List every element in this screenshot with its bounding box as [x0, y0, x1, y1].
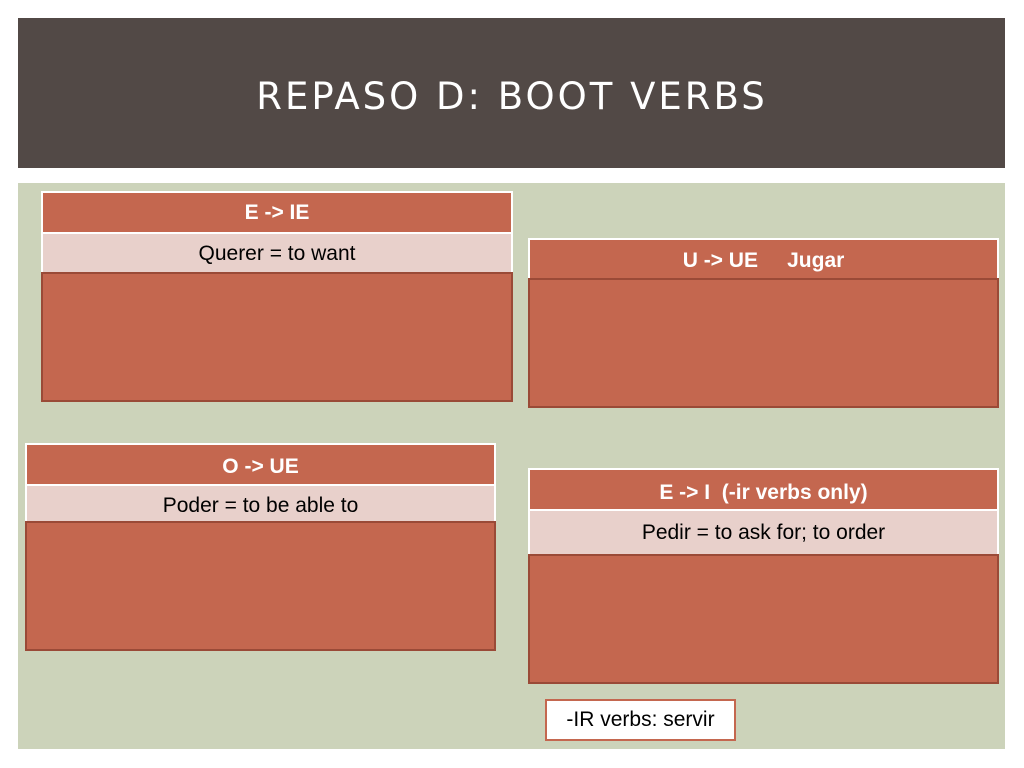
block-e-ie-subheader: Querer = to want: [41, 234, 513, 272]
title-bar: [18, 18, 1005, 168]
block-e-i-header: E -> I (-ir verbs only): [528, 468, 999, 511]
block-e-i-subheader: Pedir = to ask for; to order: [528, 511, 999, 554]
block-o-ue-header: O -> UE: [25, 443, 496, 486]
block-u-ue-body: [528, 278, 999, 408]
block-e-i: E -> I (-ir verbs only) Pedir = to ask f…: [528, 468, 999, 684]
block-e-ie-header: E -> IE: [41, 191, 513, 234]
slide-title: REPASO D: BOOT VERBS: [256, 75, 768, 118]
block-o-ue-body: [25, 521, 496, 651]
block-u-ue: U -> UE Jugar: [528, 238, 999, 408]
block-e-i-body: [528, 554, 999, 684]
block-u-ue-header: U -> UE Jugar: [528, 238, 999, 280]
block-e-ie-body: [41, 272, 513, 402]
block-o-ue: O -> UE Poder = to be able to: [25, 443, 496, 651]
block-o-ue-subheader: Poder = to be able to: [25, 486, 496, 521]
ir-verbs-note: -IR verbs: servir: [545, 699, 736, 741]
block-e-ie: E -> IE Querer = to want: [41, 191, 513, 402]
